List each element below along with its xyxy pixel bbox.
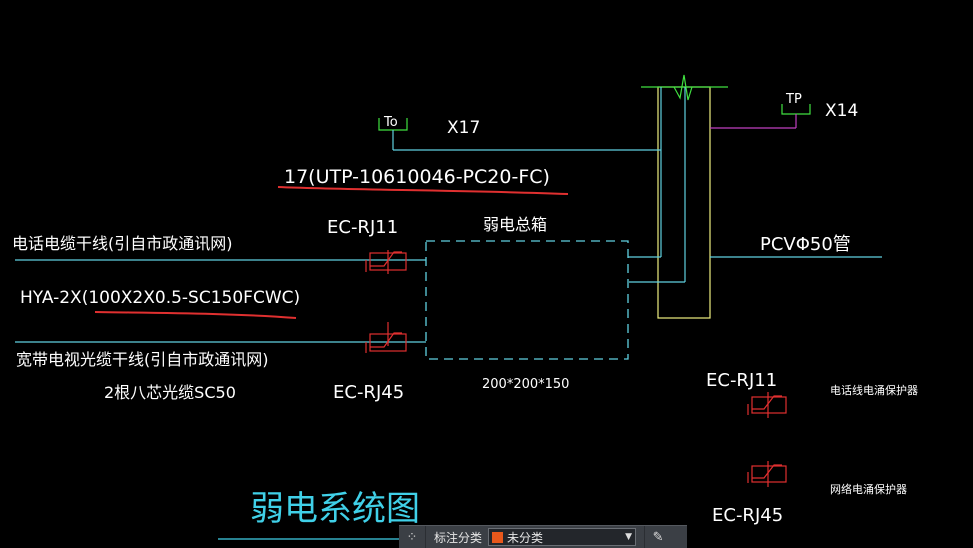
category-color-swatch [492,531,504,543]
rj11-surge-protector-icon [365,250,407,274]
ec-rj11-label: EC-RJ11 [327,217,398,238]
category-selected-value: 未分类 [507,530,544,545]
x17-label: X17 [447,118,480,138]
to-terminal-symbol [378,118,661,151]
to-terminal-label: To [383,115,398,130]
edit-icon[interactable]: ✎ [644,526,671,548]
chevron-down-icon[interactable]: ▼ [625,532,633,542]
hya-cable-label: HYA-2X(100X2X0.5-SC150FCWC) [20,288,300,308]
x14-label: X14 [825,101,858,121]
rj45-surge-protector-icon [365,322,407,353]
legend-rj11-label: EC-RJ11 [706,370,777,391]
legend-rj45-label: EC-RJ45 [712,505,783,526]
grip-icon[interactable]: ⁘ [399,526,426,548]
pvc-pipe-label: PCVΦ50管 [760,234,851,255]
weak-box-label: 弱电总箱 [483,215,547,234]
annotation-category-select[interactable]: 未分类 ▼ [488,528,637,546]
riser-shaft [629,74,728,319]
diagram-title: 弱电系统图 [250,489,420,529]
annotation-category-label: 标注分类 [434,530,483,545]
ec-rj45-label: EC-RJ45 [333,382,404,403]
legend-rj45-desc: 网络电涌保护器 [830,482,907,496]
annotation-toolbar: ⁘ 标注分类 未分类 ▼ ✎ [399,525,687,548]
hya-red-underline [94,311,297,319]
tp-terminal-label: TP [785,92,802,107]
fiber-count-label: 2根八芯光缆SC50 [104,383,236,402]
legend-rj11-desc: 电话线电涌保护器 [830,383,918,397]
utp-cable-label: 17(UTP-10610046-PC20-FC) [284,166,550,188]
box-size-label: 200*200*150 [482,377,569,392]
legend-rj11-icon [747,392,787,418]
utp-red-underline [277,186,569,195]
weak-box-outline [425,240,629,360]
legend-rj45-icon [747,461,787,487]
tp-terminal-symbol [710,104,811,129]
broadband-trunk-label: 宽带电视光缆干线(引自市政通讯网) [16,350,269,369]
phone-trunk-label: 电话电缆干线(引自市政通讯网) [12,234,233,253]
